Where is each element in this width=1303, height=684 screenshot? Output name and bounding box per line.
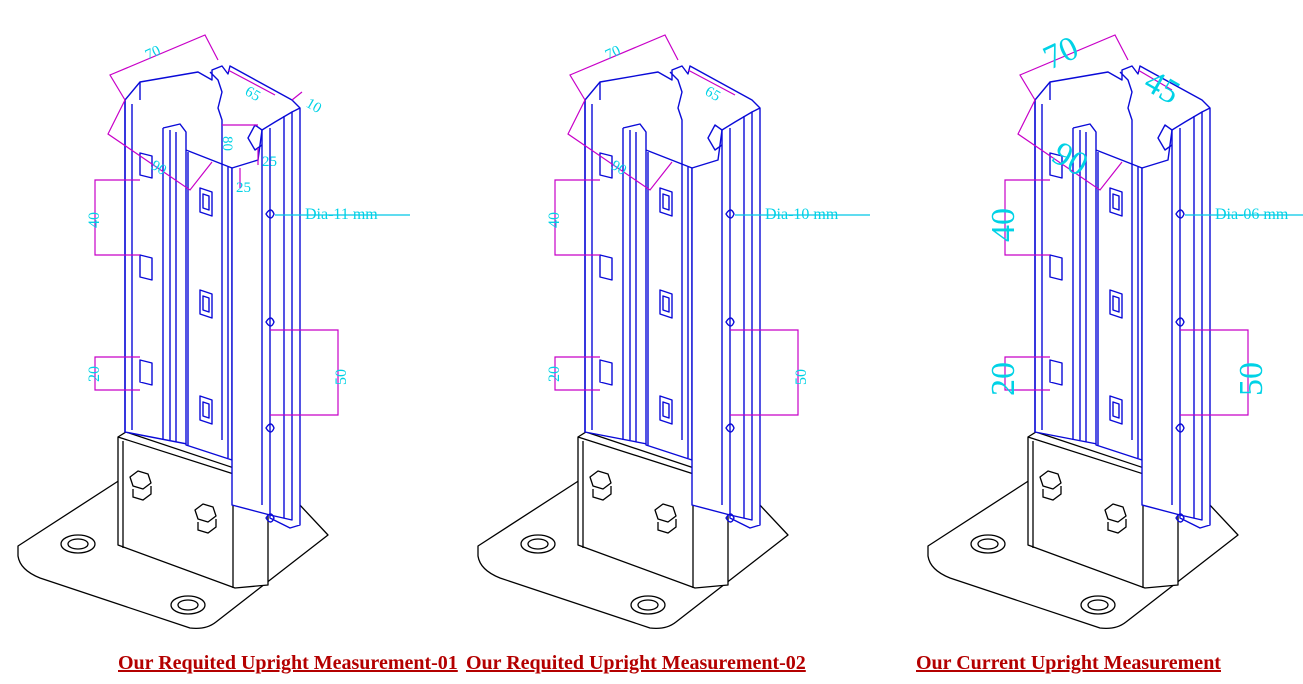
dim-depth-65-1: 65: [242, 84, 263, 105]
dim-10-1: 10: [303, 96, 324, 117]
dim-depth-65-2: 65: [702, 84, 723, 105]
dim-80-1: 80: [219, 136, 235, 151]
dim-hole-pitch-50-1: 50: [333, 369, 350, 385]
dim-hole-pitch-50-3: 50: [1233, 362, 1270, 396]
caption-drawing-3: Our Current Upright Measurement: [916, 652, 1221, 674]
dia-label-3: Dia-06 mm: [1215, 206, 1289, 223]
dim-25a-1: 25: [262, 154, 277, 170]
upright-drawing-3: 70 45 90 40 20 50 Dia-06 mm: [927, 29, 1303, 630]
dim-slot-20-3: 20: [985, 362, 1022, 396]
dim-depth-90-1: 90: [148, 158, 169, 179]
dim-slot-pitch-40-3: 40: [985, 208, 1022, 242]
dim-width-70-1: 70: [143, 43, 163, 64]
dia-label-1: Dia-11 mm: [305, 206, 378, 223]
upright-drawing-2: 70 65 90 40 20 50 Dia-10 mm: [477, 34, 871, 630]
dia-label-2: Dia-10 mm: [765, 206, 839, 223]
dim-slot-20-2: 20: [546, 366, 563, 382]
upright-drawing-1: 70 65 10 90 80 25 25 40 20 50 Dia-11 mm: [17, 34, 411, 630]
caption-drawing-1: Our Requited Upright Measurement-01: [118, 652, 458, 674]
dim-hole-pitch-50-2: 50: [793, 369, 810, 385]
dim-width-70-2: 70: [603, 43, 623, 64]
caption-drawing-2: Our Requited Upright Measurement-02: [466, 652, 806, 674]
dim-slot-20-1: 20: [86, 366, 103, 382]
dim-slot-pitch-40-1: 40: [86, 212, 103, 228]
dim-depth-90-2: 90: [608, 158, 629, 179]
dim-width-70-3: 70: [1038, 29, 1084, 77]
dim-slot-pitch-40-2: 40: [546, 212, 563, 228]
dim-25b-1: 25: [236, 180, 251, 196]
